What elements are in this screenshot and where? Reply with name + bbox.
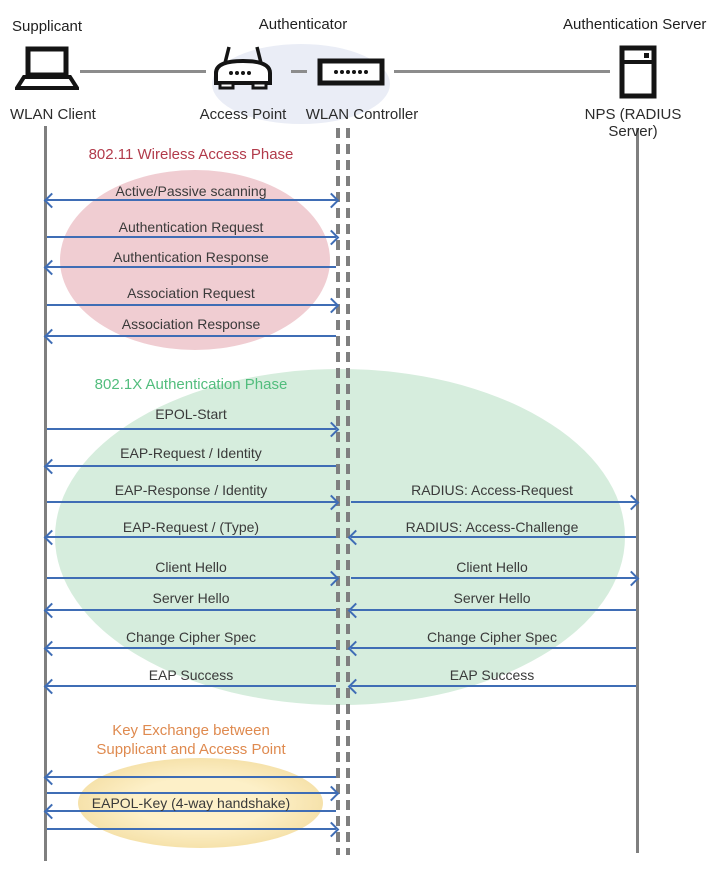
message-arrow — [47, 501, 336, 503]
message-label: Server Hello — [453, 590, 531, 606]
message-arrow — [351, 536, 636, 538]
laptop-icon — [15, 46, 79, 90]
wlan-controller-icon — [317, 58, 385, 86]
message-arrow — [47, 428, 336, 430]
message-label: Active/Passive scanning — [115, 183, 267, 199]
wlan-controller-label: WLAN Controller — [305, 106, 419, 123]
message-arrow — [47, 577, 336, 579]
connector-dash-middle — [291, 70, 307, 73]
message-arrow — [351, 609, 636, 611]
message-label: EAP-Request / Identity — [120, 445, 262, 461]
access-point-label: Access Point — [199, 106, 287, 123]
message-label: EPOL-Start — [155, 406, 227, 422]
message-label: RADIUS: Access-Challenge — [405, 519, 579, 535]
message-label: RADIUS: Access-Request — [411, 482, 573, 498]
supplicant-role-label: Supplicant — [12, 18, 83, 35]
nps-radius-server-label: NPS (RADIUS Server) — [584, 106, 682, 140]
message-label: Server Hello — [152, 590, 230, 606]
message-label: Change Cipher Spec — [427, 629, 557, 645]
message-label: Client Hello — [456, 559, 528, 575]
message-label: Client Hello — [155, 559, 227, 575]
message-label: Change Cipher Spec — [126, 629, 256, 645]
dot1x-phase-title: 802.1X Authentication Phase — [94, 376, 288, 393]
message-label: EAP Success — [148, 667, 234, 683]
message-arrow — [47, 465, 336, 467]
message-arrow — [47, 609, 336, 611]
key-exchange-arrow — [47, 792, 336, 794]
access-point-icon — [214, 46, 272, 90]
key-exchange-label: EAPOL-Key (4-way handshake) — [91, 795, 291, 811]
message-label: Association Response — [121, 316, 261, 332]
message-label: EAP-Response / Identity — [114, 482, 268, 498]
key-exchange-arrow — [47, 828, 336, 830]
connector-line-left — [80, 70, 206, 73]
message-arrow — [47, 199, 336, 201]
auth-server-lifeline — [636, 128, 639, 853]
key-exchange-ellipse — [78, 758, 323, 848]
message-arrow — [351, 685, 636, 687]
wlan-client-label: WLAN Client — [10, 106, 96, 123]
message-arrow — [351, 647, 636, 649]
message-arrow — [47, 335, 336, 337]
supplicant-lifeline — [44, 126, 47, 861]
message-arrow — [47, 685, 336, 687]
message-arrow — [47, 266, 336, 268]
message-label: Authentication Response — [113, 249, 269, 265]
message-arrow — [47, 536, 336, 538]
auth-server-role-label: Authentication Server — [563, 16, 707, 33]
message-label: EAP Success — [449, 667, 535, 683]
message-arrow — [47, 236, 336, 238]
message-label: Authentication Request — [118, 219, 264, 235]
controller-lifeline-right — [346, 128, 350, 855]
key-exchange-title-line2: Supplicant and Access Point — [96, 741, 286, 758]
authenticator-role-label: Authenticator — [258, 16, 348, 33]
message-label: EAP-Request / (Type) — [122, 519, 260, 535]
server-icon — [619, 45, 657, 99]
message-arrow — [351, 577, 636, 579]
key-exchange-arrow — [47, 776, 336, 778]
key-exchange-title-line1: Key Exchange between — [112, 722, 270, 739]
message-arrow — [351, 501, 636, 503]
message-arrow — [47, 304, 336, 306]
connector-line-right — [394, 70, 610, 73]
message-label: Association Request — [127, 285, 255, 301]
controller-lifeline-left — [336, 128, 340, 855]
wireless-phase-title: 802.11 Wireless Access Phase — [88, 146, 294, 163]
key-exchange-arrow — [47, 810, 336, 812]
message-arrow — [47, 647, 336, 649]
